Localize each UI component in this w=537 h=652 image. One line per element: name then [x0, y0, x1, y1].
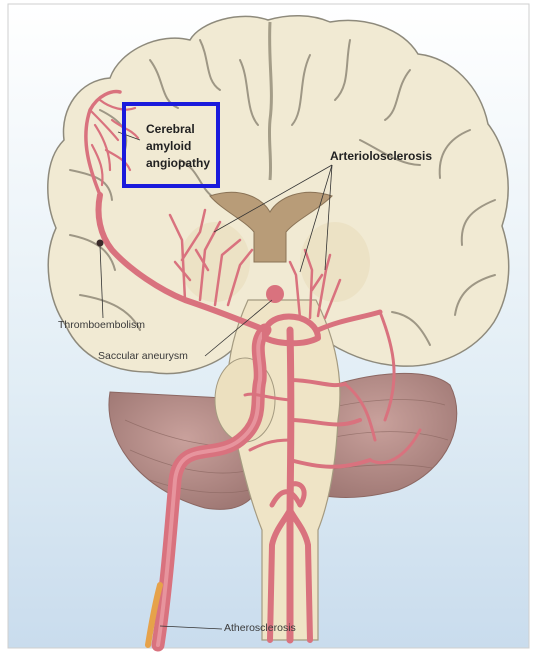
basal-ganglia-left	[180, 222, 250, 302]
longitudinal-fissure	[269, 22, 271, 180]
label-atherosclerosis: Atherosclerosis	[224, 622, 296, 634]
label-line: angiopathy	[146, 155, 210, 172]
label-thromboembolism: Thromboembolism	[58, 319, 145, 331]
label-line: Cerebral	[146, 121, 210, 138]
thrombus	[97, 240, 104, 247]
label-line: amyloid	[146, 138, 210, 155]
label-arteriolosclerosis: Arteriolosclerosis	[330, 148, 432, 165]
saccular-aneurysm	[266, 285, 284, 303]
label-saccular-aneurysm: Saccular aneurysm	[98, 350, 188, 362]
label-cerebral-amyloid-angiopathy: Cerebral amyloid angiopathy	[146, 121, 210, 172]
